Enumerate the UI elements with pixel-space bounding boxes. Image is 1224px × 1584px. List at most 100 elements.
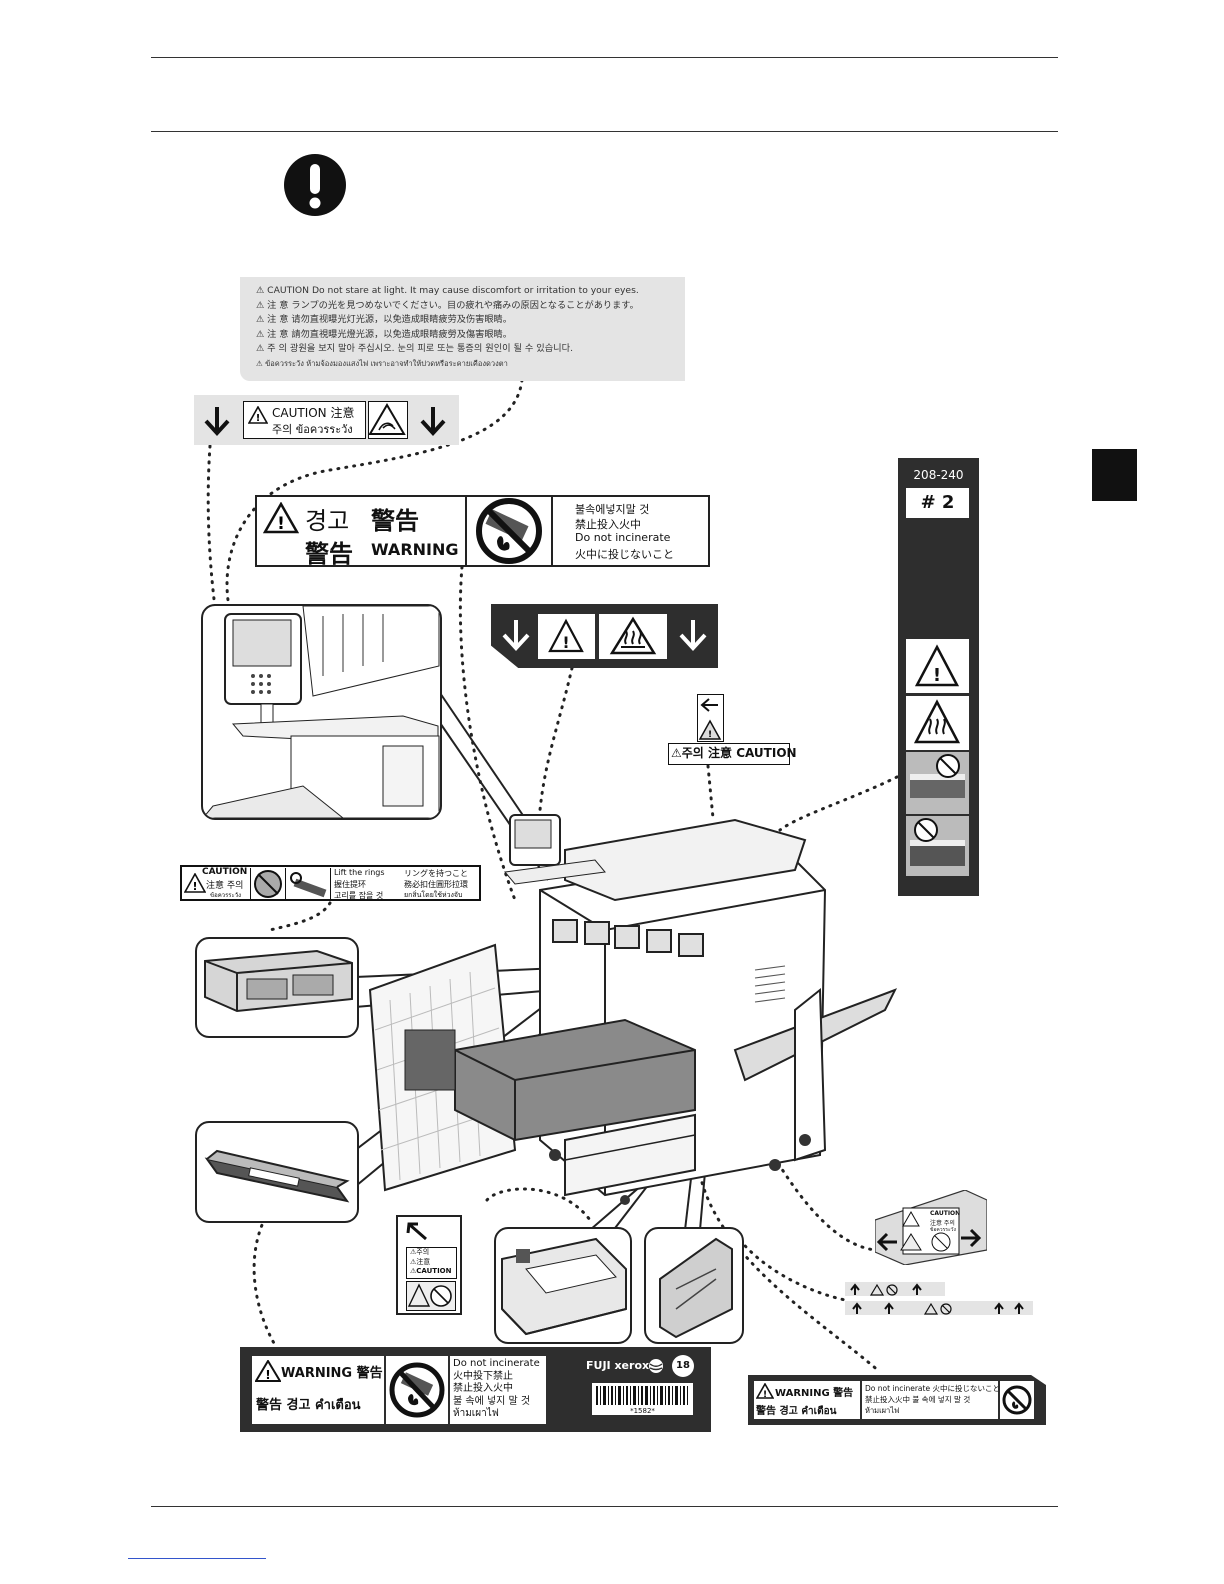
no-touch-roller-icon [906, 752, 969, 814]
exclamation-mandatory-icon [283, 153, 347, 217]
right-vertical-label: 208-240 # 2 ! [898, 458, 979, 896]
lift-rings-icon [285, 868, 331, 900]
hot-surface-icon [906, 696, 969, 750]
barcode: *1582* [592, 1383, 693, 1415]
rings-text: ยกสิ่นโดยใช้ห่วงจับ [404, 891, 463, 899]
arrow-left-icon [700, 698, 718, 712]
svg-text:!: ! [192, 880, 197, 893]
arrow-down-icon [678, 618, 708, 656]
arrow-up-icon [912, 1283, 922, 1295]
tray-caution-label: ⚠주의 ⚠注意 ⚠CAUTION [396, 1215, 462, 1315]
rings-caution3: ข้อควรระวัง [210, 892, 242, 899]
caution-small-label: ⚠주의 注意 CAUTION [668, 743, 797, 765]
hot-surface-icon: ! [698, 719, 722, 740]
side-caution-text: CAUTION [930, 1210, 961, 1217]
barcode-text: *1582* [630, 1407, 655, 1415]
incinerate-text-line: 불속에넣지말 것 [575, 503, 650, 516]
arrow-left-label-box: ! [697, 694, 724, 742]
arrow-down-icon [501, 618, 531, 656]
incinerate-text-line: Do not incinerate [575, 531, 671, 544]
control-panel-detail-inset [201, 604, 442, 820]
lamp-caution-line: ⚠ 注 意 請勿直視曝光燈光源，以免造成眼睛疲勞及傷害眼睛。 [256, 328, 512, 340]
rings-text: 握住提环 [334, 880, 366, 889]
incinerate-text-line: 禁止投入火中 [575, 518, 641, 531]
pinch-caution-text-box: ! CAUTION 注意 주의 ข้อควรระวัง [243, 401, 366, 439]
rings-text: 務必扣住圓形拉環 [404, 880, 468, 889]
arrow-up-icon [994, 1302, 1004, 1314]
lamp-caution-label: ⚠ CAUTION Do not stare at light. It may … [240, 277, 685, 381]
rings-text: Lift the rings [334, 868, 385, 877]
warning-triangle-icon: ⚠ [671, 746, 682, 760]
header-rule-top [151, 57, 1058, 58]
svg-text:!: ! [562, 633, 569, 652]
warning-zh: 警告 [371, 507, 419, 535]
warning-title1: WARNING 警告 [281, 1366, 383, 1381]
no-touch-icon [250, 868, 285, 900]
brand-logo-text: FUJI xerox [586, 1359, 650, 1372]
svg-text:!: ! [933, 665, 941, 686]
incinerate-warning-label-top: ! 경고 警告 警告 WARNING 불속에넣지말 것 禁止投入火中 Do no… [255, 495, 710, 568]
warning-title2: 警告 경고 คำเตือน [756, 1406, 837, 1417]
warning-title1: WARNING 警告 [775, 1388, 854, 1399]
rings-caution: CAUTION [202, 867, 248, 877]
svg-text:!: ! [708, 730, 712, 740]
incinerate-text-line: 火中に投じないこと [575, 548, 674, 561]
no-incineration-icon [1000, 1381, 1034, 1419]
pinch-hand-icon [406, 1281, 456, 1311]
pinch-caution-line1: CAUTION 注意 [272, 406, 355, 420]
lift-rings-label: ! CAUTION 注意 주의 ข้อควรระวัง Lift the rin… [180, 865, 481, 901]
model-number: 208-240 [913, 468, 964, 482]
footer-rule [151, 1506, 1058, 1507]
header-rule-bottom [151, 131, 1058, 132]
lamp-caution-line: ⚠ 注 意 ランプの光を見つめないでください。目の疲れや痛みの原因となることがあ… [256, 299, 639, 311]
pinch-caution-label: ! CAUTION 注意 주의 ข้อควรระวัง [194, 395, 459, 445]
waste-toner-detail-inset [644, 1227, 744, 1344]
hot-surface-icon [599, 614, 667, 659]
arrow-up-icon [884, 1302, 894, 1314]
toner-cartridge-detail-inset [195, 1121, 359, 1223]
incinerate-text-panel: Do not incinerate 火中投下禁止 禁止投入火中 불 속에 넣지 … [450, 1356, 546, 1424]
incinerate-text-panel: Do not incinerate 火中に投じないこと 禁止投入火中 불 속에 … [862, 1381, 998, 1419]
svg-text:!: ! [256, 413, 261, 424]
warning-triangle-icon: ! [755, 1382, 775, 1403]
svg-text:!: ! [763, 1390, 767, 1399]
lamp-caution-line: ⚠ 注 意 请勿直视曝光灯光源，以免造成眼睛疲劳及伤害眼睛。 [256, 314, 512, 325]
warning-triangle-icon: ! [262, 501, 300, 538]
pinch-hand-icon [368, 401, 408, 439]
warning-triangle-icon: ! [538, 614, 595, 659]
label-number-box: # 2 [906, 488, 969, 518]
warning-text-panel: ! WARNING 警告 警告 경고 คำเตือน [252, 1356, 384, 1424]
warning-triangle-icon: ! [183, 872, 207, 897]
no-incineration-icon [465, 497, 553, 565]
rings-text: 고리를 잡을 것 [334, 891, 384, 900]
no-incineration-icon [386, 1356, 448, 1424]
side-caution-text: ข้อควรระวัง [930, 1227, 956, 1233]
arrow-up-left-icon [404, 1221, 430, 1247]
footer-link-underline[interactable] [128, 1558, 266, 1559]
hot-surface-label: ! [491, 604, 718, 668]
rings-caution2: 注意 주의 [206, 881, 244, 891]
paper-tray-detail-inset [494, 1227, 632, 1344]
side-caution-label: CAUTION 注意 주의 ข้อควรระวัง [874, 1189, 988, 1266]
rings-text: リングを持つこと [404, 869, 468, 878]
caution-small-text: 주의 注意 CAUTION [681, 746, 797, 760]
no-touch-roller-icon [906, 816, 969, 876]
copier-machine-illustration [365, 810, 900, 1205]
warning-triangle-icon: ! [254, 1359, 282, 1386]
side-caution-text: 注意 주의 [930, 1220, 955, 1227]
arrow-up-icon [850, 1283, 860, 1295]
lamp-caution-line: ⚠ ข้อควรระวัง ห้ามจ้องมองแสงไฟ เพราะอาจท… [256, 358, 508, 368]
recycle-number-badge: 18 [672, 1355, 694, 1377]
tray-caution-text-box: ⚠주의 ⚠注意 ⚠CAUTION [406, 1247, 457, 1279]
svg-text:!: ! [277, 514, 285, 534]
arrow-up-icon [852, 1302, 862, 1314]
drum-cartridge-detail-inset [195, 937, 359, 1038]
warning-title2: 警告 경고 คำเตือน [256, 1398, 361, 1413]
warning-zh2: 警告 [305, 540, 353, 568]
warning-en: WARNING [371, 540, 459, 559]
arrow-up-icon [1014, 1302, 1024, 1314]
svg-text:!: ! [265, 1368, 270, 1382]
warning-text-panel: ! WARNING 警告 警告 경고 คำเตือน [754, 1381, 860, 1419]
incinerate-warning-label-small: ! WARNING 警告 警告 경고 คำเตือน Do not incine… [748, 1375, 1046, 1425]
